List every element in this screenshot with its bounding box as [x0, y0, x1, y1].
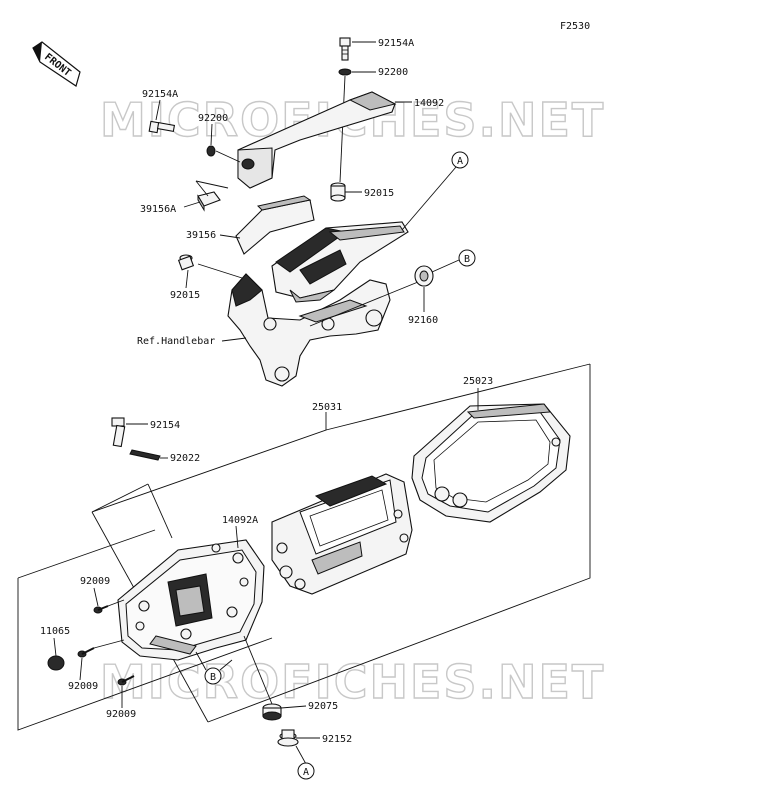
screw-92009-c — [117, 675, 135, 686]
cap-11065 — [47, 655, 65, 671]
label-11065: 11065 — [40, 626, 70, 637]
label-92200-left: 92200 — [198, 113, 228, 124]
label-92075: 92075 — [308, 701, 338, 712]
label-39156a: 39156A — [140, 204, 176, 215]
callout-b-bottom-label: B — [210, 672, 216, 683]
label-92009-b: 92009 — [68, 681, 98, 692]
meter-case-14092a — [117, 539, 265, 661]
label-25031: 25031 — [312, 402, 342, 413]
label-92200-top: 92200 — [378, 67, 408, 78]
label-92152: 92152 — [322, 734, 352, 745]
screw-92009-b — [77, 647, 95, 658]
label-92160: 92160 — [408, 315, 438, 326]
label-92009-a: 92009 — [80, 576, 110, 587]
bolt-92154a-left — [148, 120, 176, 134]
callout-a-bottom-label: A — [303, 767, 309, 778]
callout-b-bottom — [204, 667, 222, 685]
callout-a-top — [451, 151, 469, 169]
figure-code: F2530 — [560, 21, 590, 32]
callout-a-bottom — [297, 762, 315, 780]
label-92009-c: 92009 — [106, 709, 136, 720]
label-92154a-top: 92154A — [378, 38, 414, 49]
label-92015-left: 92015 — [170, 290, 200, 301]
label-92022: 92022 — [170, 453, 200, 464]
bolt-92154a-top — [339, 37, 351, 61]
bolt-92154 — [111, 417, 126, 448]
label-92154: 92154 — [150, 420, 180, 431]
handlebar-clamp — [227, 273, 391, 387]
grommet-92015-right — [330, 182, 346, 202]
front-arrow: FRONT — [32, 41, 81, 87]
callout-b-top-label: B — [464, 254, 470, 265]
nut-92160 — [414, 265, 434, 287]
callout-a-top-label: A — [457, 156, 463, 167]
bracket-14092 — [237, 91, 397, 189]
pad-39156 — [235, 195, 315, 255]
seal-92022 — [129, 449, 161, 461]
callout-b-top — [458, 249, 476, 267]
watermark-bottom: MICROFICHES.NET — [100, 655, 605, 709]
label-92015-right: 92015 — [364, 188, 394, 199]
screw-92009-a — [93, 605, 109, 614]
label-92154a-left: 92154A — [142, 89, 178, 100]
collar-92152 — [277, 729, 299, 747]
washer-92200-top — [338, 68, 352, 76]
damper-39156a — [197, 191, 221, 212]
grommet-92015-left — [177, 254, 195, 271]
meter-unit — [271, 473, 413, 595]
label-14092: 14092 — [414, 98, 444, 109]
meter-cover-25023 — [411, 403, 571, 523]
label-25023: 25023 — [463, 376, 493, 387]
assembly-frame-25031 — [17, 363, 591, 731]
label-39156: 39156 — [186, 230, 216, 241]
washer-92200-left — [206, 145, 216, 157]
label-14092a: 14092A — [222, 515, 258, 526]
upper-mount-bracket — [271, 221, 409, 303]
grommet-92075 — [262, 703, 282, 721]
label-ref-handlebar: Ref.Handlebar — [137, 336, 215, 347]
